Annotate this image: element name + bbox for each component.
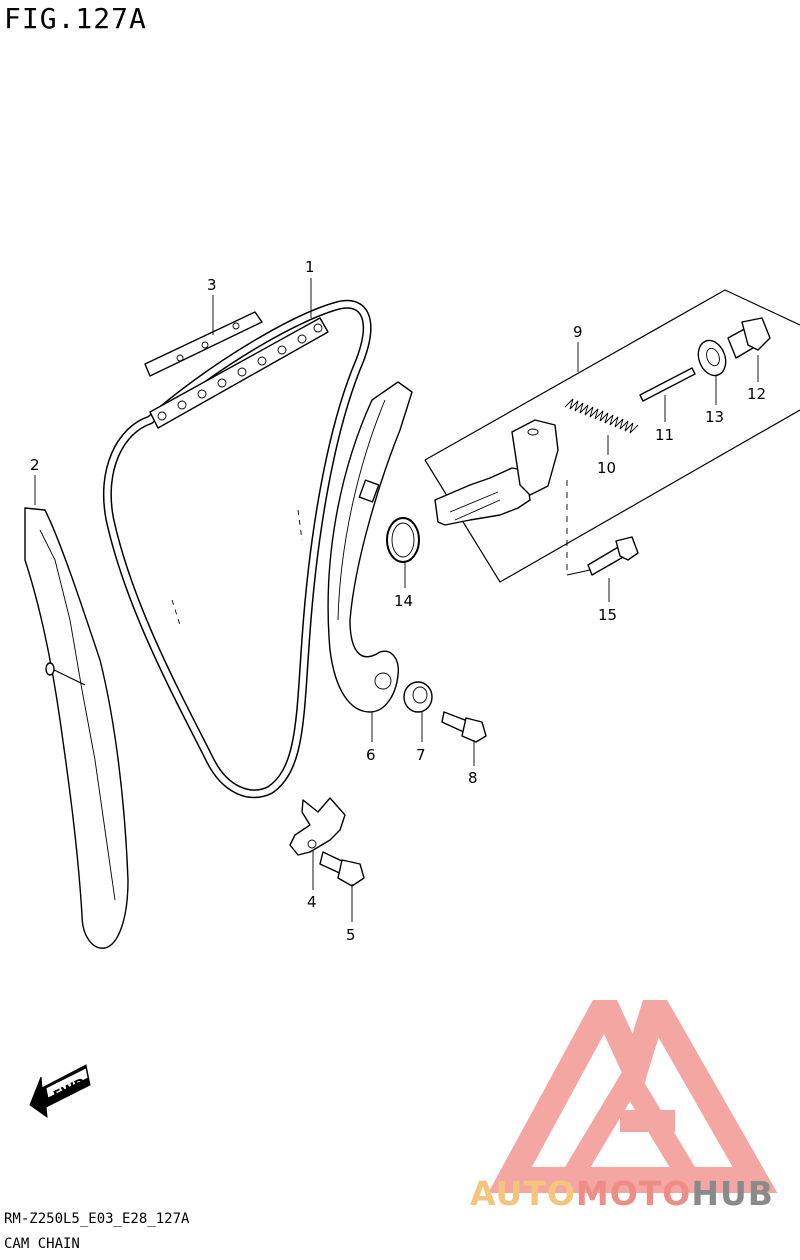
watermark-hub: HUB	[691, 1174, 774, 1213]
callout-8: 8	[468, 769, 478, 787]
callout-12: 12	[747, 385, 766, 403]
callout-3: 3	[207, 276, 217, 294]
o-ring[interactable]	[386, 517, 420, 563]
section-name: CAM CHAIN	[4, 1236, 80, 1252]
tensioner-rod[interactable]	[639, 367, 696, 402]
collar[interactable]	[403, 681, 433, 713]
bolt-plate[interactable]	[319, 851, 365, 887]
cam-chain-tensioner[interactable]	[434, 419, 591, 576]
callout-14: 14	[394, 592, 413, 610]
retainer-plate[interactable]	[289, 797, 346, 856]
forward-arrow-icon: FWD	[29, 1064, 91, 1119]
cam-chain[interactable]	[102, 299, 372, 799]
figure-title: FIG.127A	[4, 2, 147, 35]
watermark-logo	[488, 1000, 778, 1193]
tensioner-guide[interactable]	[327, 381, 413, 713]
callout-10: 10	[597, 459, 616, 477]
callout-1: 1	[305, 258, 315, 276]
watermark-auto: AUTO	[470, 1174, 576, 1213]
callout-5: 5	[346, 926, 356, 944]
callout-9: 9	[573, 323, 583, 341]
callout-11: 11	[655, 426, 674, 444]
leader-lines	[34, 278, 759, 922]
watermark-text: AUTOMOTOHUB	[470, 1174, 774, 1213]
callout-6: 6	[366, 746, 376, 764]
callout-13: 13	[705, 408, 724, 426]
tensioner-spring[interactable]	[564, 398, 639, 434]
tensioner-bolt[interactable]	[587, 536, 639, 576]
callout-7: 7	[416, 746, 426, 764]
callout-4: 4	[307, 893, 317, 911]
callout-2: 2	[30, 456, 40, 474]
watermark-moto: MOTO	[575, 1174, 692, 1213]
chain-guide-left[interactable]	[24, 507, 129, 949]
chain-guide-top[interactable]	[144, 311, 263, 377]
gasket-washer[interactable]	[694, 337, 731, 380]
bolt-guide[interactable]	[441, 711, 487, 743]
model-code: RM-Z250L5_E03_E28_127A	[4, 1211, 190, 1227]
cap-bolt[interactable]	[727, 317, 771, 359]
callout-15: 15	[598, 606, 617, 624]
